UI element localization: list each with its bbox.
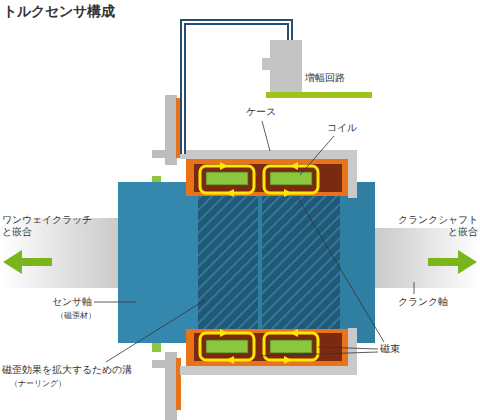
knurling	[262, 196, 340, 329]
part-label: ケース	[246, 106, 276, 118]
part-label: 磁歪効果を拡大するための溝	[2, 364, 132, 376]
part-label: 磁束	[380, 343, 400, 355]
part-label: （磁歪材）	[56, 310, 96, 322]
amplifier-block	[262, 40, 302, 92]
part-label: クランクシャフト と嵌合	[396, 214, 478, 238]
shaft-flange	[118, 182, 198, 343]
part-label: （ナーリング）	[10, 378, 66, 390]
seal	[176, 358, 181, 410]
coil-assembly	[186, 159, 348, 366]
diagram-title: トルクセンサ構成	[3, 3, 115, 21]
part-label: 増幅回路	[305, 72, 345, 84]
circuit-board	[266, 92, 372, 98]
knurling	[198, 196, 258, 329]
part-label: センサ軸	[52, 296, 92, 308]
leader-lines	[94, 121, 414, 362]
part-label: コイル	[327, 122, 357, 134]
case	[180, 150, 357, 375]
pin	[152, 343, 161, 352]
part-label: ワンウェイクラッチ と嵌合	[2, 214, 98, 238]
part-label: クランク軸	[398, 296, 448, 308]
